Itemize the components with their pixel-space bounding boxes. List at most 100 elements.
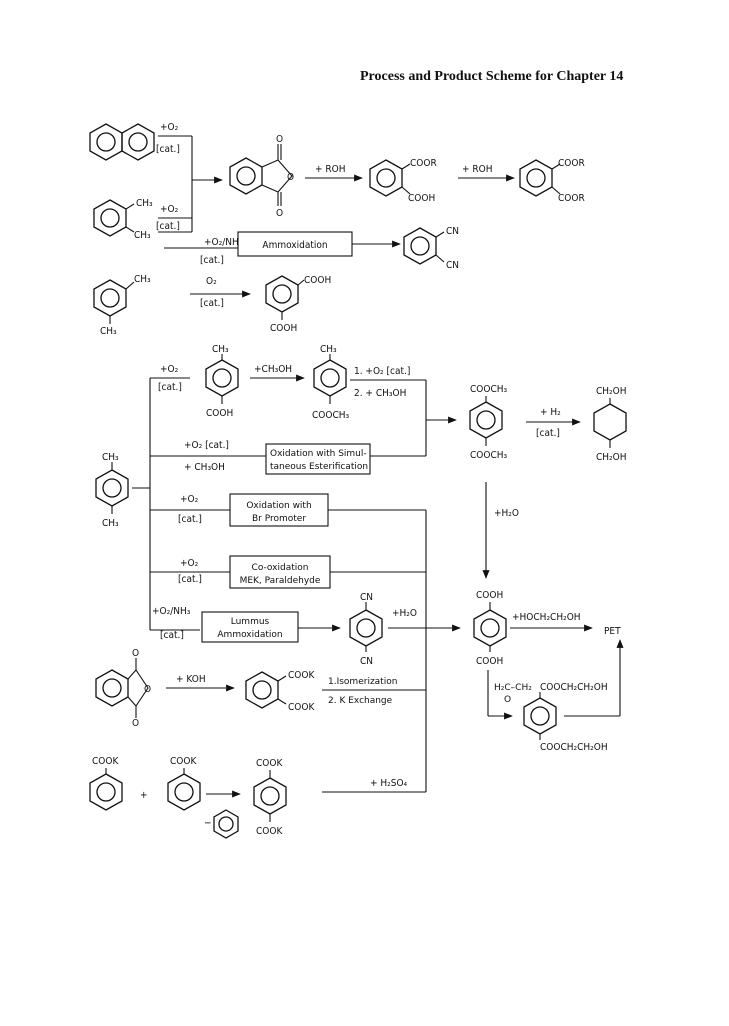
oxide-2: O (504, 695, 511, 705)
cook-d: COOK (170, 756, 197, 767)
koh-label: + KOH (176, 674, 206, 685)
roh-label-2: + ROH (462, 164, 493, 175)
cook-c: COOK (92, 756, 119, 767)
lum1: Lummus (231, 617, 270, 627)
cat-label-3: [cat.] (200, 255, 224, 266)
monoester (369, 159, 411, 197)
cooh-p1: COOH (206, 408, 233, 419)
h2o-label-1: +H₂O (392, 608, 417, 619)
phthalonitrile (403, 227, 445, 265)
ammoxidation-box (237, 231, 353, 257)
dimethyl-terephthalate (469, 396, 503, 446)
o-xylene (93, 199, 135, 237)
nh3-p5: +O₂/NH₃ (152, 606, 191, 617)
o-b1: O (132, 648, 139, 659)
o-bottom: O (276, 208, 283, 219)
glycol-label: +HOCH₂CH₂OH (512, 612, 581, 623)
o2-label-3: O₂ (206, 276, 217, 287)
ch3oh-b: + CH₃OH (184, 462, 225, 473)
o-ring: O (287, 172, 294, 183)
ch3-h: CH₃ (320, 344, 337, 355)
cn-p1: CN (360, 592, 373, 603)
cat-p4: [cat.] (178, 574, 202, 585)
terephthalonitrile (349, 602, 383, 652)
cat-label-2: [cat.] (156, 221, 180, 232)
ch3oh-label: +CH₃OH (254, 364, 292, 375)
bhet (523, 692, 557, 740)
ch2oh-a: CH₂OH (596, 386, 627, 397)
co1: Co-oxidation (252, 563, 309, 573)
lummus-box (201, 611, 299, 643)
h2so4-label: + H₂SO₄ (370, 778, 408, 789)
cat-p5: [cat.] (160, 630, 184, 641)
simul2: taneous Esterification (270, 462, 368, 472)
terephthalic-acid (473, 602, 507, 652)
ch3-d: CH₃ (100, 326, 117, 337)
isophthalic-acid (265, 275, 305, 320)
plus-sign: + (140, 790, 148, 801)
minus-sign: − (204, 818, 212, 829)
lum2: Ammoxidation (217, 630, 282, 640)
cn-a: CN (446, 226, 459, 237)
roh-label-1: + ROH (315, 164, 346, 175)
methyl-p-toluate (313, 354, 347, 404)
br2: Br Promoter (252, 514, 306, 524)
cat-label-4: [cat.] (200, 298, 224, 309)
oxide-1: H₂C–CH₂ (494, 683, 532, 693)
cn-p2: CN (360, 656, 373, 667)
pet-label: PET (604, 626, 621, 637)
coor-c: COOR (558, 193, 585, 204)
cat-h2: [cat.] (536, 428, 560, 439)
br1: Oxidation with (246, 501, 311, 511)
page-title: Process and Product Scheme for Chapter 1… (360, 69, 623, 84)
cn-b: CN (446, 260, 459, 271)
cooh-b: COOH (304, 275, 331, 286)
potassium-terephthalate (253, 770, 287, 822)
bhet-b: COOCH₂CH₂OH (540, 742, 608, 753)
co2: MEK, Paraldehyde (240, 576, 321, 586)
potassium-phthalate (245, 671, 287, 709)
ch3-e: CH₃ (102, 452, 119, 463)
step2: 2. + CH₃OH (354, 388, 406, 399)
h2o-label-2: +H₂O (494, 508, 519, 519)
p-toluic-acid (205, 354, 239, 404)
phthalic-anhydride-bottom (95, 658, 149, 718)
o-b2: O (144, 684, 151, 695)
m-xylene (93, 279, 135, 324)
coor-a: COOR (410, 158, 437, 169)
o2-p4: +O₂ (180, 558, 199, 569)
diester (519, 159, 561, 197)
o2cat-label: +O₂ [cat.] (184, 440, 229, 451)
cat-p3: [cat.] (178, 514, 202, 525)
ch3-g: CH₃ (212, 344, 229, 355)
cooch3-c: COOCH₃ (470, 450, 507, 461)
p-xylene (95, 462, 129, 514)
cyclohexanedimethanol (593, 398, 627, 448)
phthalic-anhydride (229, 144, 293, 206)
naphthalene (89, 123, 155, 161)
cooch3-a: COOCH₃ (312, 410, 349, 421)
potassium-benzoate-2 (167, 768, 201, 811)
ch3-a: CH₃ (136, 198, 153, 209)
simul-esterification-box (265, 443, 371, 475)
o-top: O (276, 134, 283, 145)
cook-f: COOK (256, 826, 283, 837)
cooh-c: COOH (270, 323, 297, 334)
benzene (213, 809, 239, 839)
ch2oh-b: CH₂OH (596, 452, 627, 463)
ch3-b: CH₃ (134, 230, 151, 241)
cooch3-b: COOCH₃ (470, 384, 507, 395)
simul1: Oxidation with Simul- (270, 449, 367, 459)
co-oxidation-box (229, 555, 331, 589)
o2-p3: +O₂ (180, 494, 199, 505)
o2-p1: +O₂ (160, 364, 179, 375)
nh3-label-1: +O₂/NH₃ (204, 237, 243, 248)
br-promoter-box (229, 493, 329, 527)
bhet-a: COOCH₂CH₂OH (540, 682, 608, 693)
cook-b: COOK (288, 702, 315, 713)
ammoxidation-label: Ammoxidation (262, 240, 327, 251)
ch3-f: CH₃ (102, 518, 119, 529)
iso-label: 1.Isomerization (328, 677, 397, 687)
step1: 1. +O₂ [cat.] (354, 366, 410, 377)
